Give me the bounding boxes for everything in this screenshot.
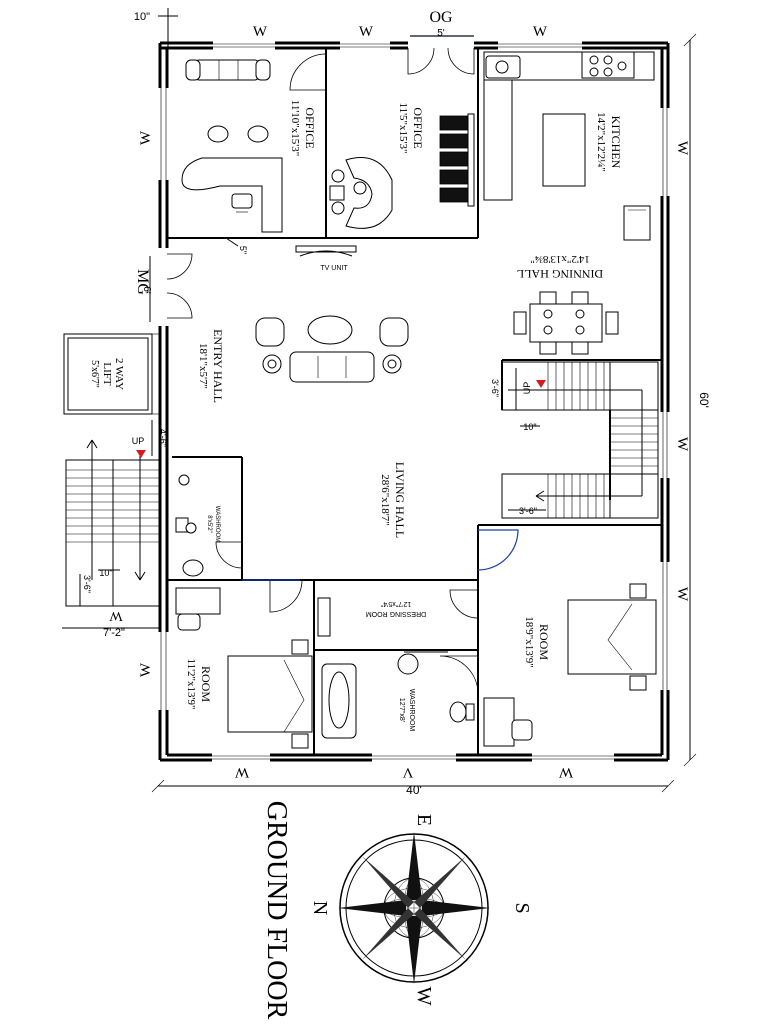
width-dimension: 40' <box>406 783 422 797</box>
wall-openings <box>158 41 670 762</box>
washroom-small-fixtures <box>175 474 204 577</box>
room-right-furniture <box>483 583 657 747</box>
room-right-size: 18'9"x13'9" <box>523 616 535 667</box>
room-left-size: 11'2"x13'9" <box>185 658 197 709</box>
lift-label-line2: LIFT <box>101 362 113 386</box>
dining-name: DINNING HALL <box>517 267 603 281</box>
bath-fixtures <box>317 597 475 739</box>
lift <box>63 333 160 415</box>
washroom-size: 12'7"x8' <box>398 698 405 722</box>
stair-left-gap-dimension: 3'-6" <box>82 575 92 593</box>
ventilator-label: V <box>402 764 413 780</box>
office-left-name: OFFICE <box>303 107 317 148</box>
window-label: W <box>533 24 548 40</box>
up-arrow-right-icon <box>536 380 546 388</box>
stair-left-width-dimension: 7'-2" <box>103 627 125 639</box>
window-sashes <box>160 43 668 760</box>
dining-size: 14'2"x13'8¾" <box>530 253 590 265</box>
og-gate-label: OG <box>429 9 453 26</box>
compass-south: S <box>511 902 533 913</box>
washroom-name: WASHROOM <box>408 689 415 732</box>
kitchen-name: KITCHEN <box>609 116 623 169</box>
lift-gap-dimension: 4'-6" <box>158 429 168 447</box>
office-right-name: OFFICE <box>411 107 425 148</box>
window-label: W <box>138 662 154 677</box>
entry-hall-size: 18'1"x5'7" <box>197 343 209 389</box>
stair-right-top-dimension: 3'-6" <box>490 379 500 397</box>
room-left-furniture <box>175 587 313 749</box>
office-cabinets <box>439 113 475 207</box>
og-gate-dimension: 5' <box>437 28 445 39</box>
stair-right-mid-dimension: 10" <box>523 422 536 432</box>
window-label: W <box>674 437 690 452</box>
window-label: W <box>674 587 690 602</box>
dressing-room-name: DRESSING ROOM <box>366 610 426 617</box>
washroom-small-size: 8'x5'2" <box>206 515 212 532</box>
stairs-right <box>501 361 659 519</box>
window-label: W <box>253 24 268 40</box>
compass-west: W <box>413 987 435 1006</box>
page-title: GROUND FLOOR <box>261 801 292 1020</box>
window-label: W <box>234 764 249 780</box>
mg-gate-dimension: 6' <box>141 286 152 294</box>
dimension-lines <box>62 8 697 793</box>
living-furniture <box>255 245 409 383</box>
office-left-furniture <box>181 59 283 233</box>
washroom-small-name: WASHROOM <box>214 506 220 542</box>
lift-size: 5'x6'7" <box>89 360 100 388</box>
living-hall-size: 28'6"x18'7" <box>379 474 391 525</box>
up-arrow-left-icon <box>136 450 146 458</box>
dining-furniture <box>513 291 619 355</box>
room-right-name: ROOM <box>537 624 551 660</box>
compass-north: N <box>309 901 331 915</box>
room-left-name: ROOM <box>199 666 213 702</box>
window-label: W <box>359 24 374 40</box>
office-right-size: 11'5"x15'3" <box>397 102 409 153</box>
top-margin-dimension: 10" <box>134 11 150 23</box>
up-label-right: UP <box>522 382 532 395</box>
window-label: W <box>138 130 154 145</box>
tv-unit-label: TV UNIT <box>320 265 348 272</box>
kitchen-size: 14'2"x12'2¼" <box>595 112 607 172</box>
stairs-left <box>65 439 161 607</box>
depth-dimension: 60' <box>697 392 711 408</box>
window-label: W <box>109 608 123 623</box>
kitchen-furniture <box>483 51 655 241</box>
lift-label-line1: 2 WAY <box>113 358 125 390</box>
window-label: W <box>558 764 573 780</box>
stair-left-gap2-dimension: 10" <box>99 568 112 578</box>
office-door-dimension: 5" <box>238 246 248 254</box>
entry-hall-name: ENTRY HALL <box>211 329 225 403</box>
compass-rose-icon <box>338 832 490 984</box>
living-hall-name: LIVING HALL <box>393 462 407 538</box>
office-left-size: 11'10"x15'3" <box>289 100 301 157</box>
dressing-room-size: 12'7"x5'4" <box>380 600 411 607</box>
up-label-left: UP <box>132 436 145 446</box>
window-label: W <box>674 141 690 156</box>
mg-gate-label: MG <box>134 269 151 295</box>
stair-right-bottom-dimension: 3'-6" <box>519 506 537 516</box>
compass-east: E <box>413 814 435 826</box>
office-right-furniture <box>329 113 475 229</box>
